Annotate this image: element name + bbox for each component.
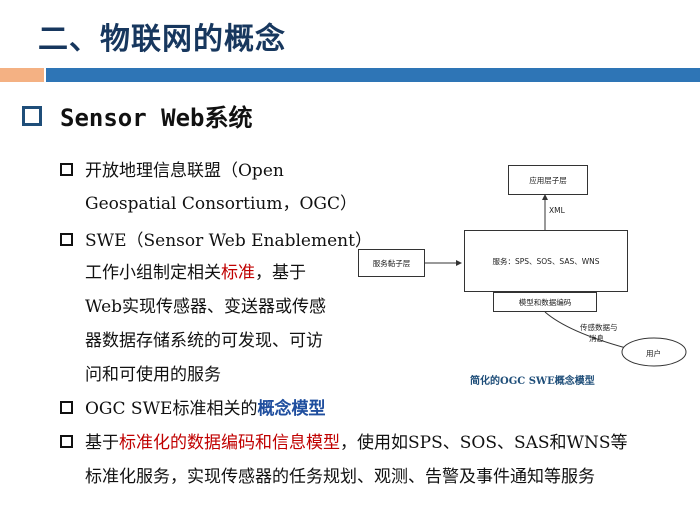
bullet-concept-model: OGC SWE标准相关的概念模型 — [60, 398, 325, 420]
swe-concept-diagram: 应用层子层 XML 服务黏子层 服务：SPS、SOS、SAS、WNS 模型和数据… — [348, 160, 688, 390]
highlight-encoding: 标准化的数据编码和信息模型 — [119, 433, 340, 453]
bullet-swe-line2: 工作小组制定相关标准，基于 — [85, 263, 306, 283]
diagram-connectors — [425, 194, 687, 367]
square-bullet-icon — [60, 401, 73, 414]
model-box: 模型和数据编码 — [493, 292, 597, 312]
app-layer-box: 应用层子层 — [508, 165, 588, 195]
services-box: 服务：SPS、SOS、SAS、WNS — [464, 230, 628, 292]
highlight-standard: 标准 — [221, 263, 255, 283]
xml-label: XML — [549, 206, 565, 215]
square-bullet-icon — [22, 105, 42, 126]
user-connector — [544, 311, 627, 349]
arrow-right-icon — [456, 260, 462, 266]
service-bus-box: 服务黏子层 — [358, 249, 425, 277]
sensor-data-label-2: 消息 — [589, 334, 604, 343]
square-bullet-icon — [60, 435, 73, 448]
bullet-services: 基于标准化的数据编码和信息模型，使用如SPS、SOS、SAS和WNS等 — [60, 432, 628, 454]
square-bullet-icon — [60, 163, 73, 176]
title-bar — [46, 68, 700, 82]
bullet-swe-line5: 问和可使用的服务 — [85, 365, 221, 385]
highlight-concept-model: 概念模型 — [257, 399, 326, 419]
slide-title: 二、物联网的概念 — [38, 22, 286, 57]
section-heading: Sensor Web系统 — [22, 98, 253, 133]
bullet-swe: SWE（Sensor Web Enablement） — [60, 230, 372, 252]
bullet-ogc: 开放地理信息联盟（Open — [60, 160, 284, 182]
bullet-swe-line3: Web实现传感器、变送器或传感 — [85, 297, 327, 317]
user-ellipse — [621, 337, 687, 367]
bullet-ogc-line2: Geospatial Consortium，OGC） — [85, 194, 357, 214]
section-heading-text: Sensor Web系统 — [60, 104, 253, 132]
title-bar-accent — [0, 68, 44, 82]
bullet-swe-line4: 器数据存储系统的可发现、可访 — [85, 331, 323, 351]
bullet-services-line2: 标准化服务，实现传感器的任务规划、观测、告警及事件通知等服务 — [85, 467, 595, 487]
sensor-data-label: 传感数据与 — [580, 323, 618, 332]
diagram-caption: 简化的OGC SWE概念模型 — [470, 376, 595, 387]
user-label: 用户 — [646, 349, 661, 358]
square-bullet-icon — [60, 233, 73, 246]
arrow-up-icon — [542, 194, 548, 200]
